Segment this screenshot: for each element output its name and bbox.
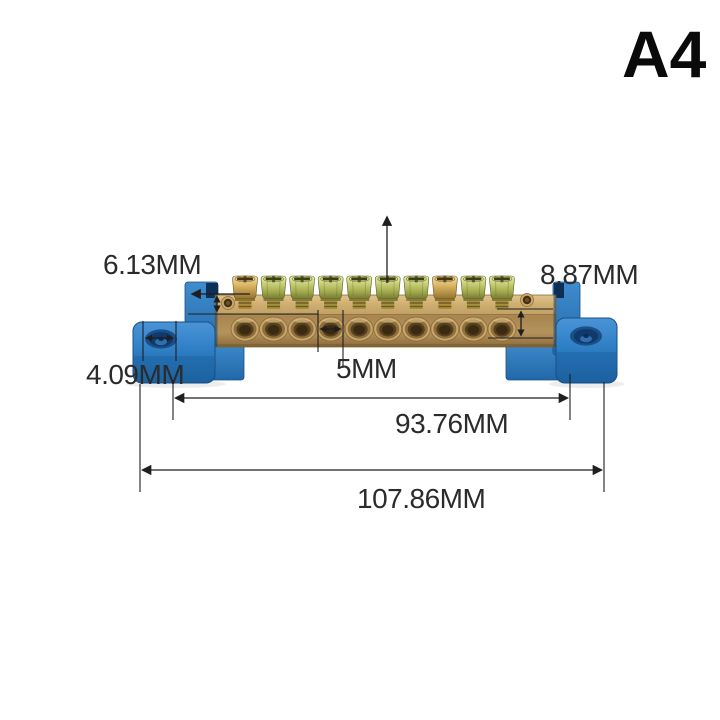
terminal-hole (458, 316, 488, 342)
right-foot-front-face (557, 352, 616, 382)
brass-bus-bar (214, 275, 557, 348)
terminal-hole (430, 316, 460, 342)
dim-label-terminal-hole-diameter: 5MM (336, 353, 397, 384)
terminal-hole (287, 316, 317, 342)
bus-bar-right-seam (553, 295, 556, 347)
dim-label-bar-front-height: 8.87MM (540, 259, 638, 290)
terminal-hole (373, 316, 403, 342)
bar-end-hole-left (221, 296, 235, 310)
variant-label: A4 (622, 17, 707, 91)
terminal-hole (344, 316, 374, 342)
right-mount-foot (555, 317, 618, 384)
left-foot-hole (145, 329, 177, 349)
terminal-hole (401, 316, 431, 342)
dim-mount-hole-span: 93.76MM (172, 374, 571, 439)
terminal-hole (487, 316, 517, 342)
dim-terminal-hole-diameter: 5MM (317, 310, 397, 384)
dimension-annotations: 6.13MM 8.87MM 4.09MM 5MM 93.76MM (86, 215, 639, 514)
terminal-hole (230, 316, 260, 342)
left-foot-front-face (134, 356, 214, 382)
terminal-hole (259, 316, 289, 342)
dim-label-mount-hole-span: 93.76MM (395, 408, 508, 439)
dim-bar-top-height: 6.13MM (103, 249, 318, 315)
dim-label-overall-length: 107.86MM (357, 483, 485, 514)
terminal-block-product (126, 275, 625, 388)
right-foot-hole (570, 326, 602, 346)
dim-bar-front-height: 8.87MM (488, 259, 639, 339)
bus-bar-left-seam (215, 295, 218, 347)
dim-label-foot-hole-diameter: 4.09MM (86, 359, 184, 390)
dim-foot-hole-diameter: 4.09MM (86, 321, 185, 390)
bar-end-hole-right (520, 293, 534, 307)
right-mount-slot (554, 283, 564, 298)
dim-overall-length: 107.86MM (139, 382, 605, 514)
dim-label-bar-top-height: 6.13MM (103, 249, 201, 280)
bus-bar-bottom-edge (215, 344, 556, 347)
